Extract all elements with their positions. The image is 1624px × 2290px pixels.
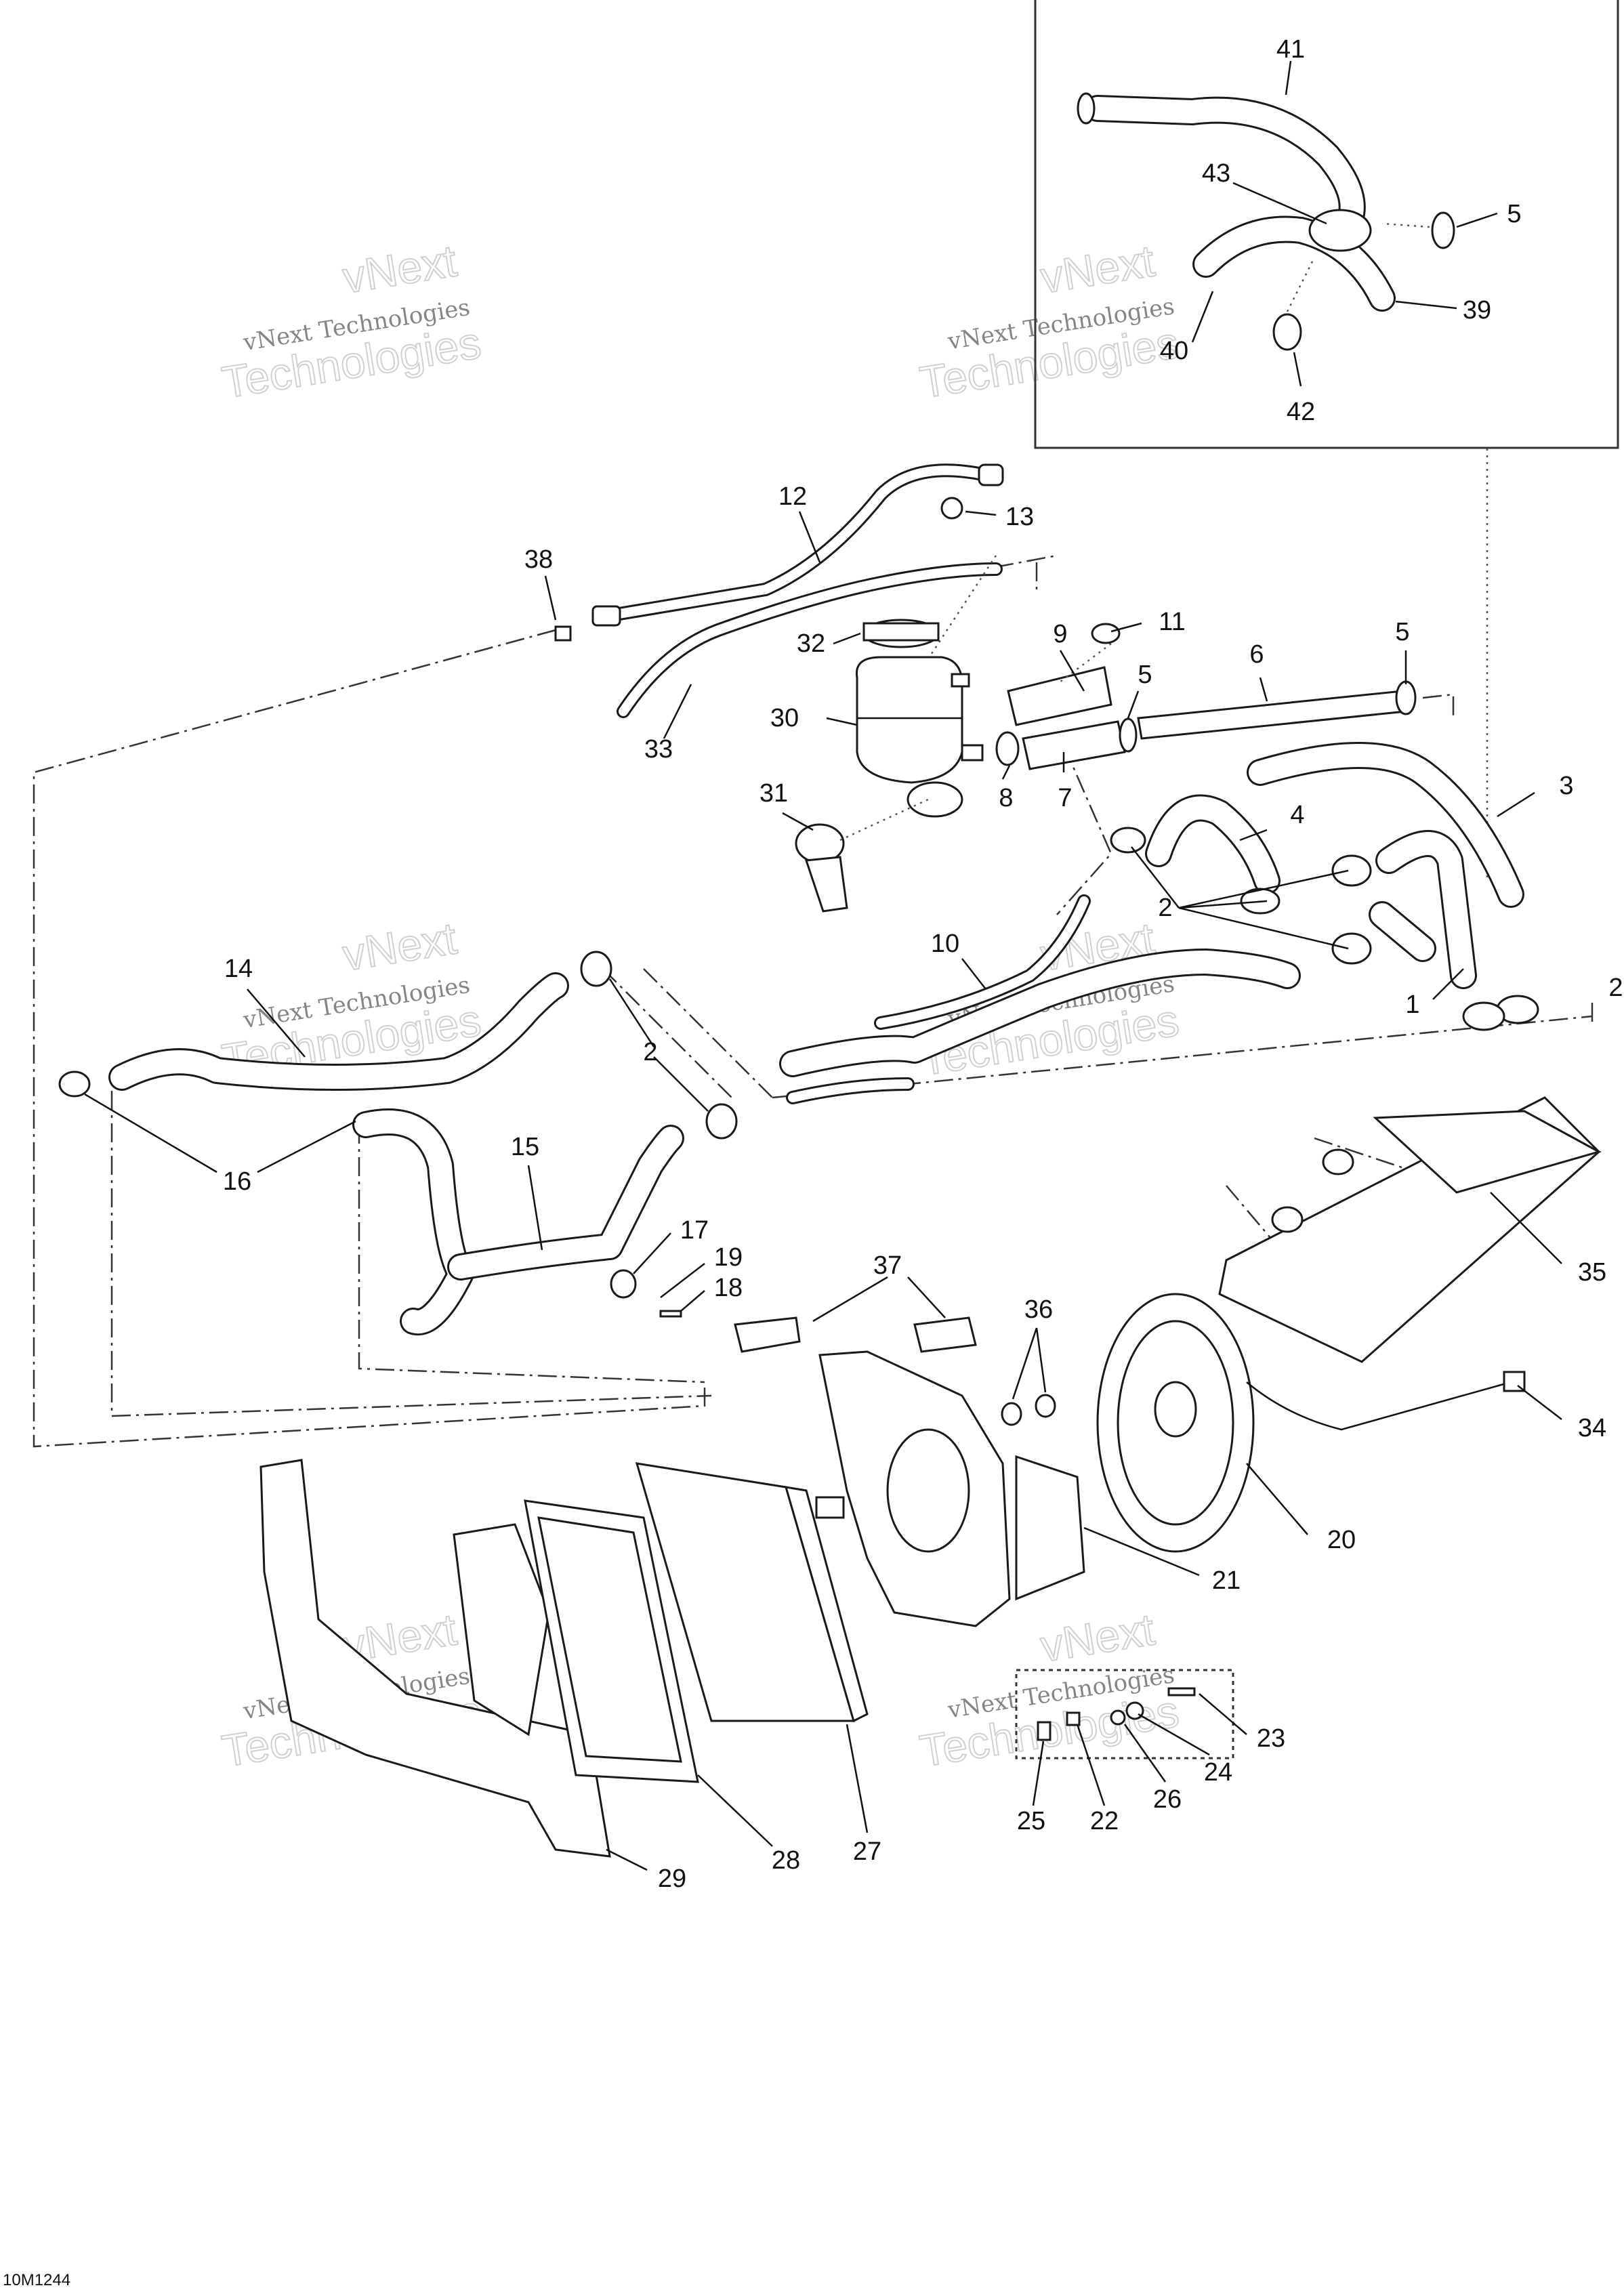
callout-5a: 5 xyxy=(1395,618,1409,646)
washer-26 xyxy=(1110,1709,1126,1726)
screw-18 xyxy=(659,1310,682,1318)
callout-15: 15 xyxy=(511,1133,539,1161)
callout-labels: 12 13 38 32 9 11 5 6 5 30 33 8 7 31 3 4 … xyxy=(223,482,1623,1893)
callout-25: 25 xyxy=(1017,1807,1045,1835)
callout-13: 13 xyxy=(1005,503,1034,531)
callout-43: 43 xyxy=(1202,159,1230,188)
reservoir-30 xyxy=(855,656,963,784)
callout-26: 26 xyxy=(1153,1785,1182,1814)
panel-29 xyxy=(259,1459,611,1858)
radiator-assembly xyxy=(259,1459,869,1858)
coolant-reservoir xyxy=(795,619,984,913)
callout-37: 37 xyxy=(873,1251,902,1280)
callout-3: 3 xyxy=(1559,772,1573,800)
diagram-reference-id: 10M1244 xyxy=(3,2271,70,2289)
callout-2c: 2 xyxy=(643,1038,657,1066)
clamp-2h xyxy=(705,1103,738,1140)
grommet-36b xyxy=(1035,1394,1056,1418)
watermark-outline-2a: vNext xyxy=(1037,235,1158,302)
callout-27: 27 xyxy=(853,1837,881,1866)
callout-14: 14 xyxy=(224,955,253,983)
clamp-5-inset xyxy=(1431,211,1455,249)
callout-9: 9 xyxy=(1053,620,1067,648)
bracket-37a xyxy=(734,1316,801,1353)
callout-30: 30 xyxy=(770,704,799,732)
callout-7: 7 xyxy=(1058,784,1072,812)
callout-12: 12 xyxy=(778,482,807,511)
inset-frame xyxy=(1034,0,1619,449)
callout-6: 6 xyxy=(1249,640,1264,669)
callout-19: 19 xyxy=(714,1243,743,1272)
callout-34: 34 xyxy=(1578,1414,1606,1442)
callout-11: 11 xyxy=(1159,608,1185,636)
callout-2a: 2 xyxy=(1158,894,1172,922)
clamp-2g xyxy=(580,951,612,987)
watermark-outline-3a: vNext xyxy=(339,913,460,980)
callout-22: 22 xyxy=(1090,1807,1119,1835)
callout-38: 38 xyxy=(524,545,553,574)
hose-41-end xyxy=(1077,92,1096,125)
pipe-6 xyxy=(1137,690,1407,740)
grommet-36a xyxy=(1001,1402,1022,1426)
callout-39: 39 xyxy=(1463,296,1491,325)
clamp-2c xyxy=(1331,854,1372,887)
callout-24: 24 xyxy=(1204,1758,1232,1787)
clamp-16a xyxy=(58,1070,91,1098)
callout-2b: 2 xyxy=(1608,974,1623,1002)
clamp-5 xyxy=(1119,717,1138,753)
fan-wire-34 xyxy=(1246,1381,1512,1431)
clamp-5b xyxy=(1395,680,1417,715)
callout-8: 8 xyxy=(999,784,1013,812)
callout-29: 29 xyxy=(658,1865,686,1893)
clamp-17 xyxy=(610,1269,637,1299)
callout-33: 33 xyxy=(644,735,673,764)
callout-4: 4 xyxy=(1290,801,1304,829)
bolt-23 xyxy=(1167,1687,1196,1696)
callout-40: 40 xyxy=(1160,337,1188,365)
clamp-2a xyxy=(1110,827,1146,854)
nut-25 xyxy=(1037,1721,1052,1741)
callout-16: 16 xyxy=(223,1167,251,1196)
callout-10: 10 xyxy=(931,930,959,958)
upper-hose-group xyxy=(995,623,1417,770)
clip-38 xyxy=(554,625,572,642)
connector-34 xyxy=(1503,1371,1526,1392)
callout-5-inset: 5 xyxy=(1507,200,1521,228)
callout-23: 23 xyxy=(1257,1724,1285,1753)
callout-35: 35 xyxy=(1578,1258,1606,1287)
y-fitting-43 xyxy=(1308,209,1372,252)
callout-20: 20 xyxy=(1327,1526,1356,1554)
clamp-13 xyxy=(940,497,963,520)
callout-18: 18 xyxy=(714,1274,743,1302)
inset-panel: 41 43 5 39 40 42 xyxy=(1034,0,1619,449)
clamp-2d xyxy=(1331,932,1372,965)
leader-lines xyxy=(84,510,1562,1871)
callout-41: 41 xyxy=(1276,35,1305,64)
callout-31: 31 xyxy=(759,779,788,808)
callout-21: 21 xyxy=(1212,1566,1241,1595)
clamp-8 xyxy=(995,731,1020,766)
bracket-37b xyxy=(913,1316,977,1353)
nut-22 xyxy=(1066,1711,1081,1726)
callout-17: 17 xyxy=(680,1216,709,1245)
right-hose-group xyxy=(1110,742,1539,1031)
callout-32: 32 xyxy=(797,629,825,658)
washer-24 xyxy=(1125,1701,1144,1720)
fan-shroud-assembly xyxy=(734,1293,1526,1627)
watermark-outline-6a: vNext xyxy=(1037,1604,1158,1671)
callout-5b: 5 xyxy=(1138,661,1152,689)
hose-9 xyxy=(1007,666,1112,726)
clamp-2f xyxy=(1462,1001,1505,1031)
callout-42: 42 xyxy=(1287,398,1315,426)
clamp-11 xyxy=(1091,623,1121,644)
watermark-outline-1a: vNext xyxy=(339,235,460,302)
hose-7 xyxy=(1022,720,1126,770)
callout-1: 1 xyxy=(1405,991,1419,1019)
clamp-42 xyxy=(1272,313,1302,351)
callout-28: 28 xyxy=(772,1846,800,1875)
callout-36: 36 xyxy=(1024,1295,1053,1324)
